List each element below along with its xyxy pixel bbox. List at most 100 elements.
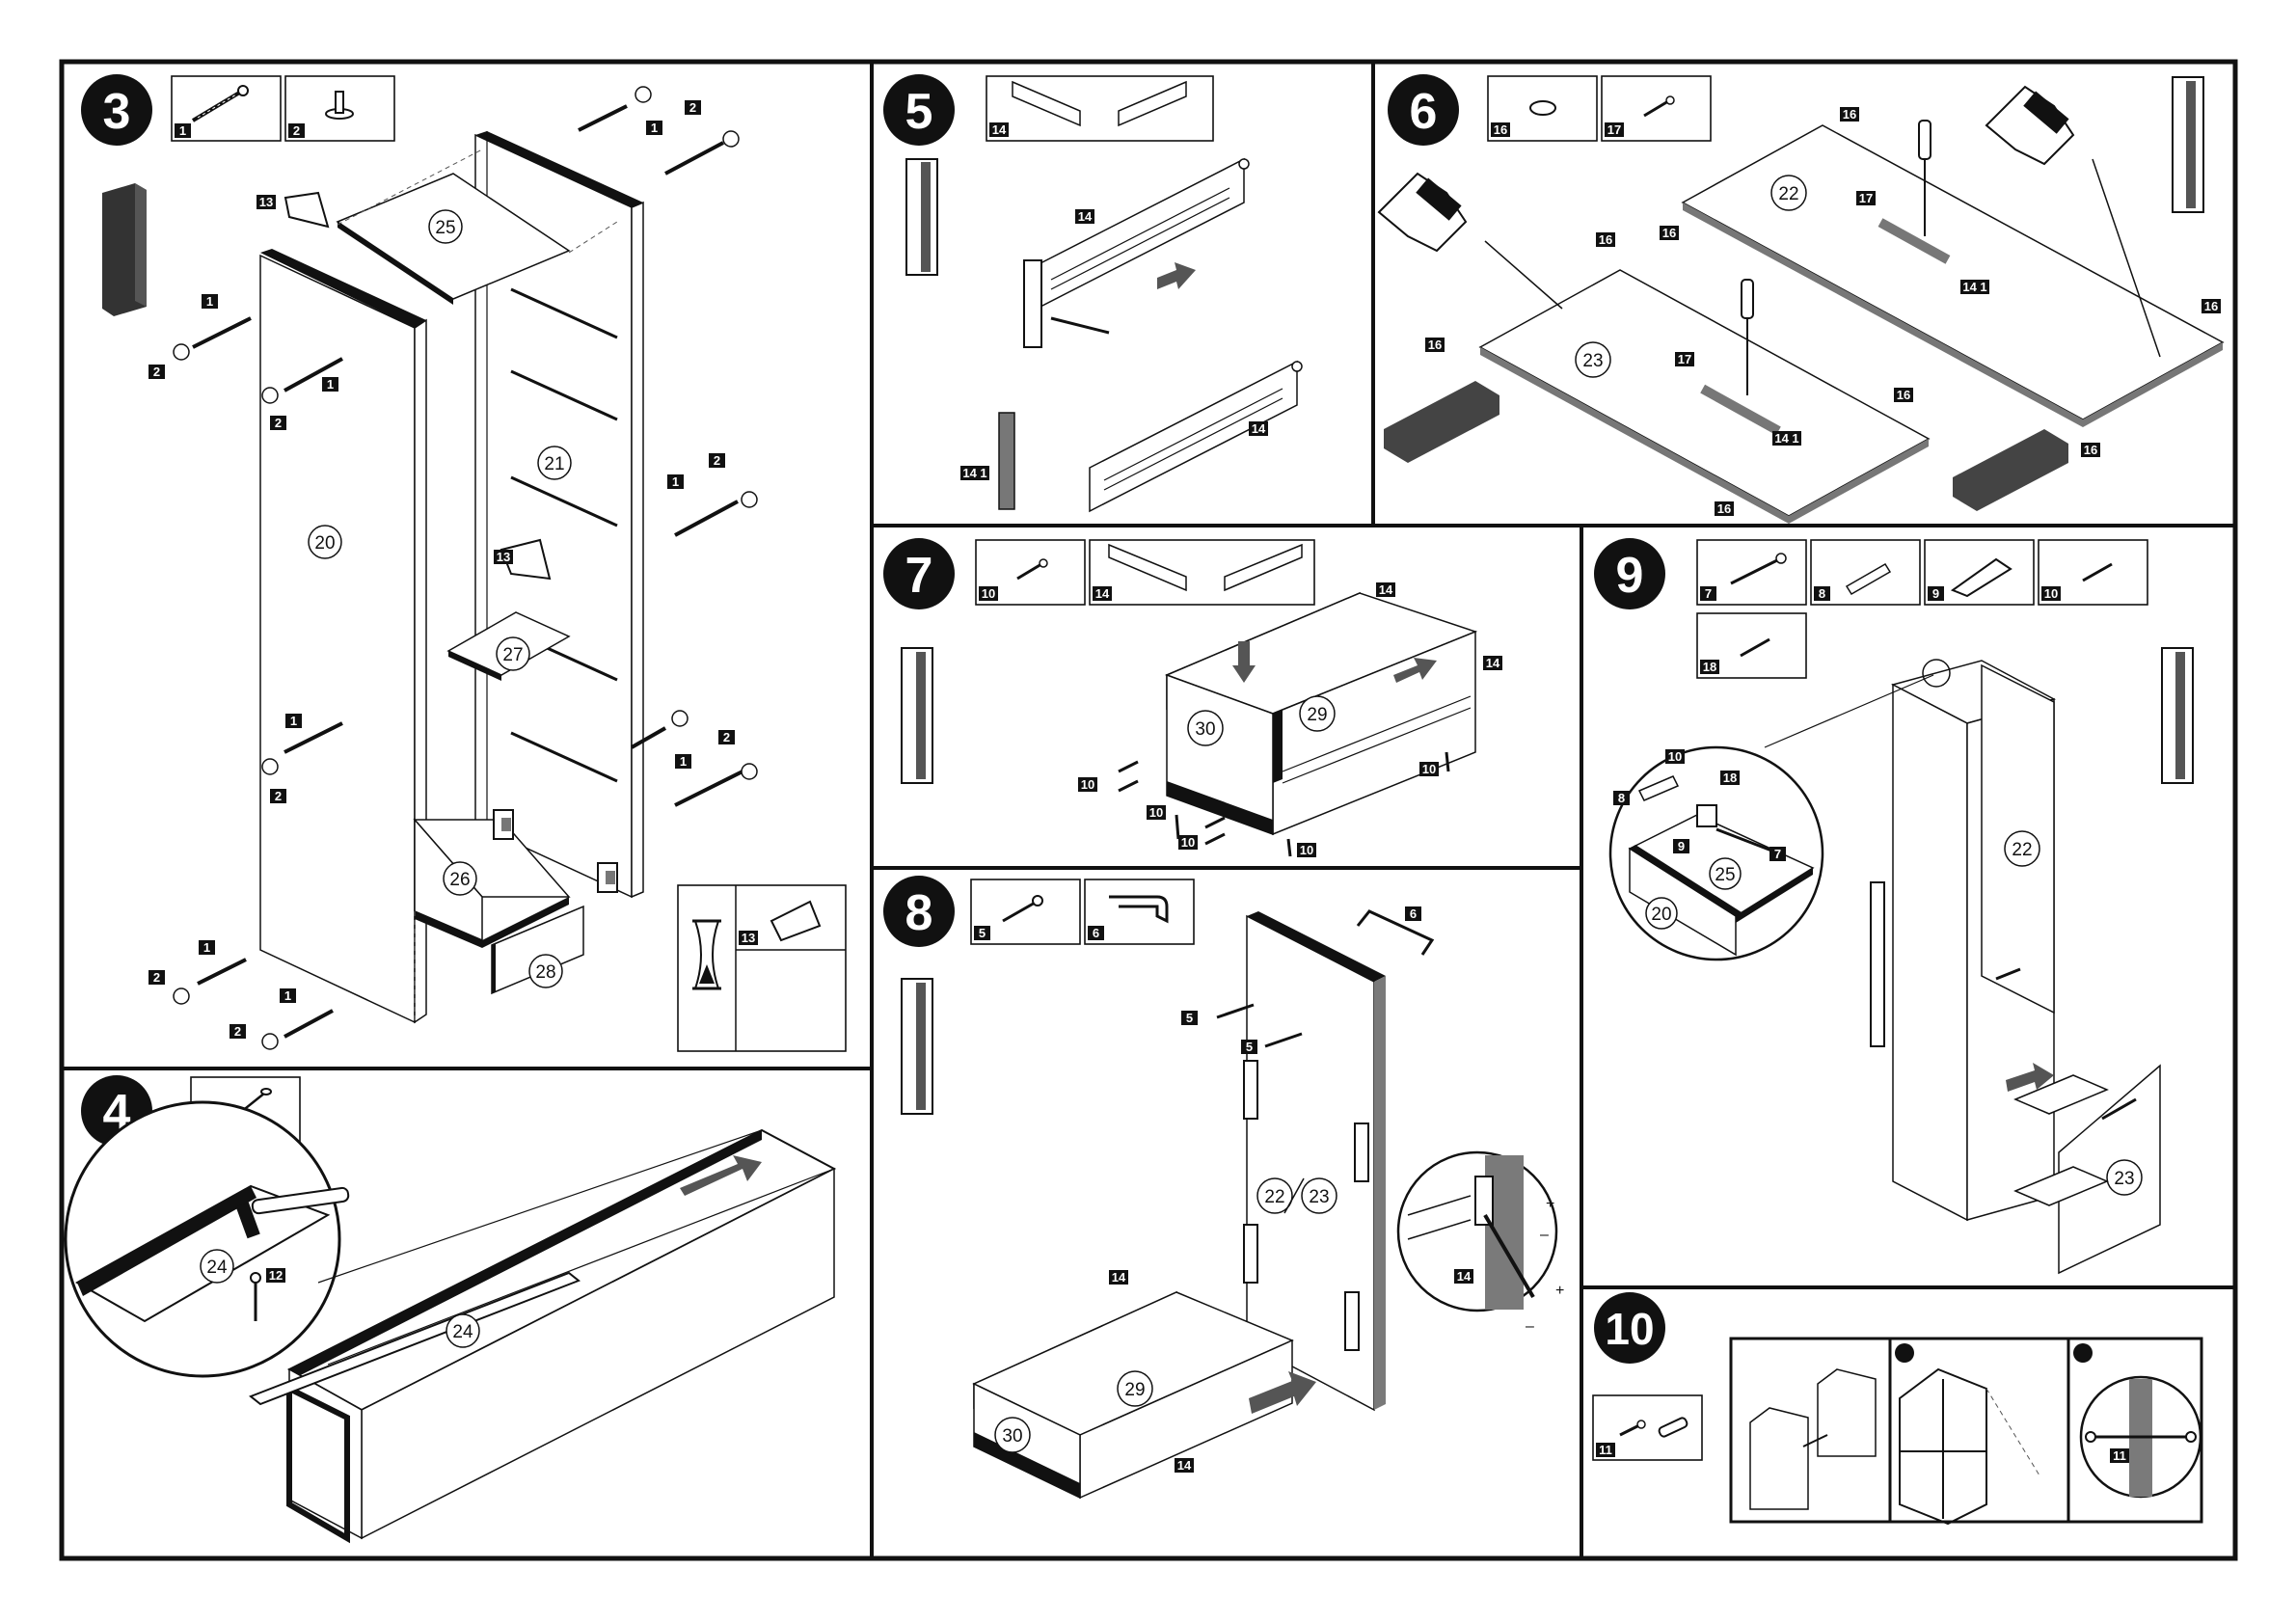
svg-text:2: 2 <box>153 365 160 379</box>
svg-text:1: 1 <box>203 940 210 955</box>
svg-text:18: 18 <box>1723 771 1737 785</box>
svg-text:16: 16 <box>1599 232 1612 247</box>
step-5-hardware-box: 14 <box>986 76 1213 141</box>
svg-text:9: 9 <box>1616 548 1644 604</box>
svg-text:23: 23 <box>2114 1169 2134 1189</box>
svg-text:7: 7 <box>905 548 933 604</box>
svg-text:14: 14 <box>1112 1270 1126 1285</box>
step-badge-5: 5 <box>883 74 955 146</box>
step-badge-8: 8 <box>883 876 955 947</box>
svg-text:2: 2 <box>153 970 160 985</box>
svg-text:14 1: 14 1 <box>962 466 986 480</box>
svg-text:10: 10 <box>982 586 995 601</box>
svg-text:1: 1 <box>651 121 658 135</box>
svg-text:23: 23 <box>1582 351 1603 371</box>
svg-text:1: 1 <box>680 754 687 769</box>
magnifier-detail-4: 24 12 <box>66 1102 349 1376</box>
svg-text:16: 16 <box>1717 501 1731 516</box>
svg-text:18: 18 <box>1703 660 1716 674</box>
screw-icon <box>1741 564 2112 656</box>
svg-text:11: 11 <box>1599 1443 1612 1457</box>
svg-text:9: 9 <box>1932 586 1939 601</box>
svg-text:2: 2 <box>275 789 282 803</box>
svg-text:5: 5 <box>905 84 933 140</box>
svg-text:13: 13 <box>259 195 273 209</box>
svg-text:10: 10 <box>2044 586 2058 601</box>
svg-text:6: 6 <box>1093 926 1099 940</box>
svg-text:22: 22 <box>2012 840 2032 860</box>
svg-text:10: 10 <box>1422 762 1436 776</box>
svg-text:13: 13 <box>497 550 510 564</box>
svg-text:16: 16 <box>1843 107 1856 122</box>
glue-drying-box: 13 <box>678 885 846 1051</box>
door-panel-23: 23 <box>1480 270 1929 524</box>
svg-text:25: 25 <box>1715 865 1735 885</box>
svg-text:3: 3 <box>103 84 131 140</box>
svg-text:16: 16 <box>2204 299 2218 313</box>
magnifier-connector-icon <box>2081 1377 2201 1497</box>
cabinet-thumbnail-7 <box>902 648 932 783</box>
svg-text:14 1: 14 1 <box>1774 431 1798 446</box>
svg-text:6: 6 <box>1410 906 1417 921</box>
step-7-hardware-box: 10 14 <box>976 540 1314 605</box>
svg-text:1: 1 <box>327 377 334 392</box>
svg-text:28: 28 <box>535 962 555 983</box>
svg-text:17: 17 <box>1607 122 1621 137</box>
svg-text:12: 12 <box>269 1268 283 1283</box>
svg-text:8: 8 <box>1618 791 1625 805</box>
cabinet-thumbnail-8 <box>902 979 932 1114</box>
drawer-runner-14 <box>1090 362 1302 511</box>
svg-text:10: 10 <box>1181 835 1195 850</box>
drawer-assembly-29-30: 30 29 <box>1119 593 1475 856</box>
svg-text:–: – <box>1540 1227 1549 1243</box>
svg-text:1: 1 <box>179 123 186 138</box>
step-6-hardware-box: 16 17 <box>1488 76 1711 141</box>
svg-text:14: 14 <box>1486 656 1500 670</box>
svg-text:26: 26 <box>449 870 470 890</box>
svg-text:14 1: 14 1 <box>1962 280 1986 294</box>
svg-text:10: 10 <box>1605 1304 1654 1354</box>
svg-text:24: 24 <box>206 1258 228 1278</box>
svg-text:2: 2 <box>275 416 282 430</box>
step-badge-9: 9 <box>1594 538 1665 609</box>
svg-text:22: 22 <box>1778 184 1798 204</box>
svg-text:25: 25 <box>435 218 455 238</box>
bumper-icon <box>1530 101 1555 115</box>
svg-text:14: 14 <box>992 122 1007 137</box>
svg-text:17: 17 <box>1859 191 1873 205</box>
svg-text:14: 14 <box>1379 582 1393 597</box>
svg-text:29: 29 <box>1307 705 1327 725</box>
magnifier-detail-8: + – + – <box>1398 1152 1564 1335</box>
glue-tube-icon <box>771 902 820 940</box>
svg-text:30: 30 <box>1002 1426 1022 1447</box>
svg-text:5: 5 <box>979 926 986 940</box>
svg-text:8: 8 <box>905 885 933 941</box>
svg-text:20: 20 <box>1651 905 1671 925</box>
screw-icon <box>193 86 248 121</box>
svg-text:6: 6 <box>1410 84 1438 140</box>
svg-text:11: 11 <box>2113 1448 2126 1463</box>
svg-text:17: 17 <box>1678 352 1691 366</box>
svg-text:1: 1 <box>290 714 297 728</box>
step-badge-7: 7 <box>883 538 955 609</box>
svg-text:14: 14 <box>1457 1269 1472 1284</box>
cabinet-pair-icon <box>1750 1369 1876 1509</box>
svg-text:2: 2 <box>723 730 730 744</box>
svg-text:7: 7 <box>1774 847 1781 861</box>
svg-text:14: 14 <box>1095 586 1110 601</box>
svg-text:10: 10 <box>1149 805 1163 820</box>
svg-text:20: 20 <box>314 533 335 554</box>
svg-text:30: 30 <box>1195 719 1215 740</box>
runner-bracket-14-1 <box>999 413 1014 509</box>
svg-text:2: 2 <box>293 123 300 138</box>
svg-text:14: 14 <box>1252 421 1266 436</box>
screw-icon <box>1731 554 1786 583</box>
svg-text:10: 10 <box>1668 749 1682 764</box>
cabinet-thumbnail-5 <box>906 159 937 275</box>
screw-icon <box>1644 96 1674 116</box>
connector-bolt-icon <box>1620 1417 1688 1438</box>
cam-lock-icon <box>326 92 353 119</box>
wall-plug-icon <box>1847 564 1890 594</box>
screw-icon <box>1017 559 1047 579</box>
